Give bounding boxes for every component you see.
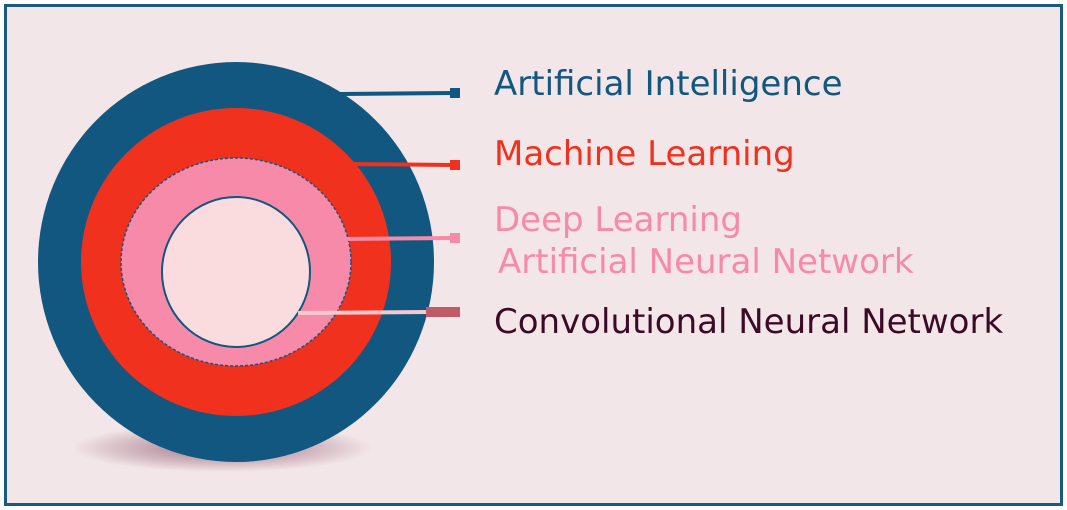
- connector-ml-end: [450, 160, 460, 170]
- connector-ai-end: [450, 88, 460, 98]
- label-artificial-neural-network: Artificial Neural Network: [498, 242, 914, 282]
- label-artificial-intelligence: Artificial Intelligence: [494, 64, 843, 104]
- label-machine-learning: Machine Learning: [494, 134, 795, 174]
- label-convolutional-neural-network: Convolutional Neural Network: [494, 302, 1004, 342]
- connector-cnn-end: [426, 307, 460, 317]
- connector-dl-end: [450, 233, 460, 243]
- connector-ml: [349, 162, 453, 167]
- connector-dl: [343, 236, 453, 241]
- circle-core: [161, 196, 311, 348]
- connector-ai: [339, 91, 453, 96]
- connector-cnn: [297, 310, 429, 315]
- label-deep-learning: Deep Learning: [494, 200, 743, 240]
